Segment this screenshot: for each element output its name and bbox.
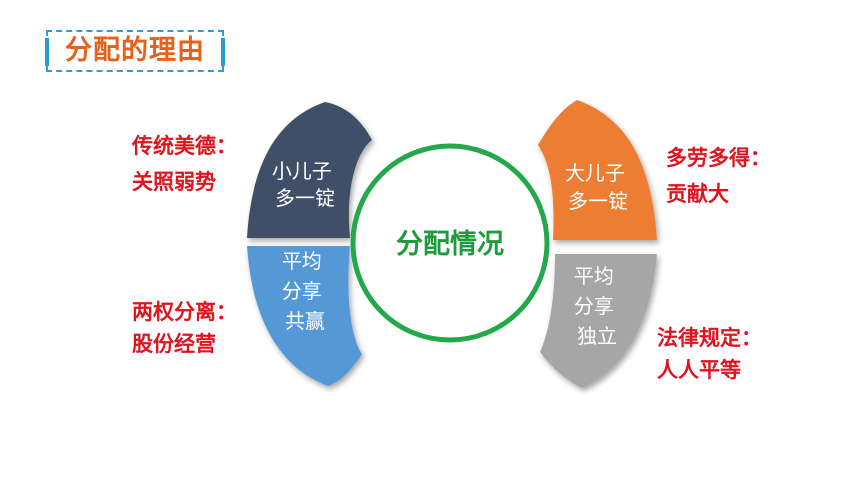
segment-right-top-line: 多一锭 — [568, 189, 628, 213]
note-right-bottom: 法律规定： 人人平等 — [657, 322, 762, 386]
segment-right-top — [538, 100, 657, 240]
note-left-top: 传统美德： 关照弱势 — [132, 130, 237, 198]
segment-left-bottom-line: 平均 — [282, 249, 322, 273]
segment-left-top-label: 小儿子 多一锭 — [272, 159, 338, 210]
note-line: 两权分离： — [132, 300, 237, 324]
segment-left-bottom-line: 分享 — [282, 279, 322, 303]
segment-left-top-line: 小儿子 — [272, 159, 332, 183]
segment-right-bottom-label: 平均 分享 独立 — [574, 264, 620, 348]
note-line: 关照弱势 — [132, 170, 216, 194]
segment-left-top-line: 多一锭 — [275, 186, 335, 210]
note-line: 法律规定： — [657, 326, 762, 350]
segment-right-top-label: 大儿子 多一锭 — [565, 161, 631, 213]
segment-right-bottom — [540, 254, 657, 388]
segment-right-bottom-line: 独立 — [577, 324, 617, 348]
note-line: 多劳多得： — [666, 146, 771, 170]
segment-right-bottom-line: 分享 — [574, 294, 614, 318]
note-line: 贡献大 — [666, 182, 729, 206]
center-ring — [350, 143, 550, 343]
segment-left-top — [247, 102, 372, 238]
page-title: 分配的理由 — [65, 35, 205, 66]
segment-right-top-line: 大儿子 — [565, 161, 625, 185]
segment-left-bottom-line: 共赢 — [285, 309, 325, 333]
note-line: 股份经营 — [132, 332, 216, 356]
note-line: 传统美德： — [132, 134, 237, 158]
note-line: 人人平等 — [657, 358, 741, 382]
center-label: 分配情况 — [396, 229, 504, 260]
segment-right-bottom-line: 平均 — [574, 264, 614, 288]
note-left-bottom: 两权分离： 股份经营 — [132, 296, 237, 360]
segment-left-bottom-label: 平均 分享 共赢 — [282, 249, 328, 333]
segment-left-bottom — [247, 246, 362, 386]
title-box: 分配的理由 — [45, 30, 225, 72]
note-right-top: 多劳多得： 贡献大 — [666, 142, 771, 210]
